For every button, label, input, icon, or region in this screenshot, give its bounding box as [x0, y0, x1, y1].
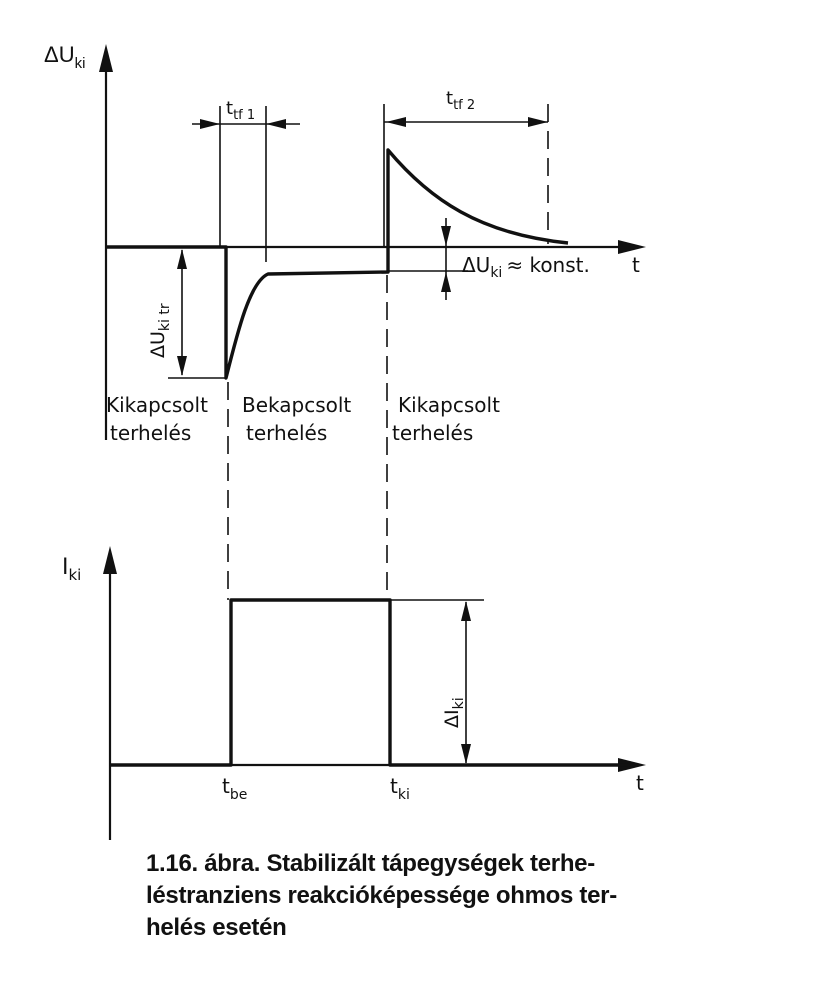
- state-2-line-1: Bekapcsolt: [242, 393, 351, 417]
- state-2-line-2: terhelés: [246, 421, 327, 445]
- steady-offset-label: ΔUki≈ konst.: [462, 253, 590, 281]
- figure-drawing: ΔUki t ttf 1 ttf 2 ΔUki tr ΔUki≈ konst. …: [44, 42, 646, 840]
- current-up-arrow-icon: [461, 601, 471, 621]
- ttf2-right-arrow-icon: [528, 117, 548, 127]
- switch-off-time-label: tki: [390, 774, 410, 803]
- dip-up-arrow-icon: [177, 249, 187, 269]
- offset-down-arrow-icon: [441, 226, 451, 246]
- bottom-y-axis-label: Iki: [62, 555, 81, 584]
- state-1-line-1: Kikapcsolt: [106, 393, 208, 417]
- caption-line-2: léstranziens reakcióképessége ohmos ter-: [146, 882, 617, 909]
- ttf2-left-arrow-icon: [386, 117, 406, 127]
- current-step-label: ΔIki: [441, 697, 467, 728]
- dip-label: ΔUki tr: [147, 303, 173, 358]
- bottom-y-axis-arrow-icon: [103, 546, 117, 574]
- ttf1-right-arrow-icon: [266, 119, 286, 129]
- caption-line-3: helés esetén: [146, 914, 287, 941]
- dip-down-arrow-icon: [177, 356, 187, 376]
- bottom-x-axis-label: t: [636, 771, 644, 795]
- top-x-axis-arrow-icon: [618, 240, 646, 254]
- current-down-arrow-icon: [461, 744, 471, 764]
- state-1-line-2: terhelés: [110, 421, 191, 445]
- ttf1-label: ttf 1: [226, 98, 255, 123]
- ttf1-left-arrow-icon: [200, 119, 220, 129]
- switch-on-time-label: tbe: [222, 774, 247, 803]
- caption-line-1: 1.16. ábra. Stabilizált tápegységek terh…: [146, 850, 595, 877]
- top-x-axis-label: t: [632, 253, 640, 277]
- ttf2-label: ttf 2: [446, 88, 475, 113]
- figure-caption: 1.16. ábra. Stabilizált tápegységek terh…: [146, 848, 666, 944]
- offset-up-arrow-icon: [441, 272, 451, 292]
- top-y-axis-arrow-icon: [99, 44, 113, 72]
- state-3-line-1: Kikapcsolt: [398, 393, 500, 417]
- top-y-axis-label: ΔUki: [44, 42, 85, 72]
- bottom-x-axis-arrow-icon: [618, 758, 646, 772]
- current-pulse: [110, 598, 628, 767]
- state-3-line-2: terhelés: [392, 421, 473, 445]
- voltage-deviation-curve: [106, 148, 569, 380]
